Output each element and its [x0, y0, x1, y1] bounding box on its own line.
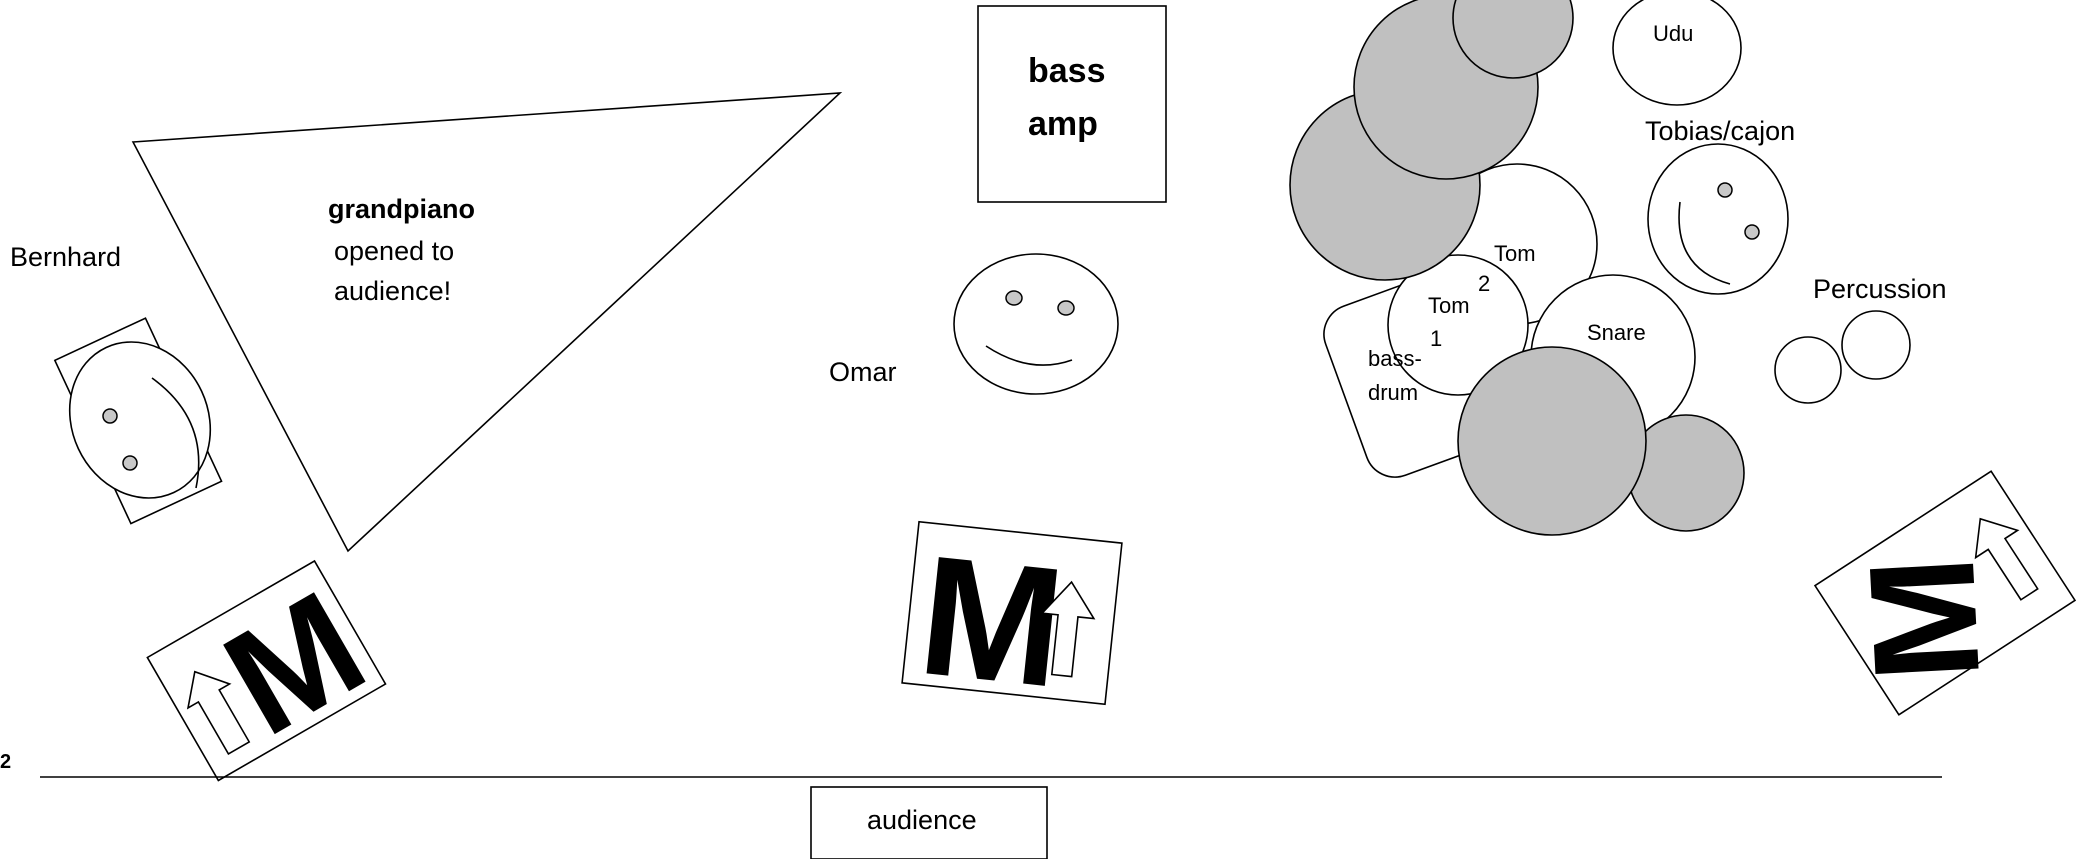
omar-label: Omar	[829, 357, 897, 387]
tom-2-label: Tom	[1494, 241, 1536, 266]
tom-1-label: Tom	[1428, 293, 1470, 318]
udu: Udu	[1612, 0, 1742, 106]
page-number: 2	[0, 751, 11, 773]
arrow-up-icon	[1974, 517, 2039, 601]
musician-omar: Omar	[829, 253, 1119, 395]
tom-2-number: 2	[1478, 271, 1490, 296]
smile	[151, 377, 200, 489]
smile	[1678, 201, 1731, 285]
bass-drum-line2: drum	[1368, 380, 1418, 405]
monitor-right: M	[1813, 470, 2077, 716]
monitor-center: M	[901, 520, 1123, 724]
eye	[1057, 300, 1075, 316]
drum-kit: Tom 2 Tom 1 Snare bass- drum	[1289, 0, 1745, 536]
eye	[102, 408, 118, 424]
bass-drum-line1: bass-	[1368, 346, 1422, 371]
smile	[985, 345, 1073, 366]
percussion: Percussion	[1774, 274, 1947, 404]
eye	[1005, 290, 1023, 306]
monitor-left: M	[146, 559, 390, 782]
grand-piano: grandpiano opened to audience!	[131, 92, 843, 553]
tom-1	[1387, 254, 1529, 396]
audience-box: audience	[810, 786, 1048, 859]
eye	[122, 455, 138, 471]
percussion-drum	[1774, 336, 1842, 404]
tom-1-number: 1	[1430, 326, 1442, 351]
arrow-up-icon	[1040, 580, 1096, 678]
piano-note-line1: opened to	[334, 236, 454, 266]
cymbal	[1457, 346, 1647, 536]
bernhard-label: Bernhard	[10, 242, 121, 272]
eye	[1744, 224, 1760, 240]
percussion-drum	[1841, 310, 1911, 380]
piano-title: grandpiano	[328, 194, 475, 224]
percussion-label: Percussion	[1813, 274, 1947, 304]
tobias-label: Tobias/cajon	[1645, 116, 1795, 146]
bass-amp-line1: bass	[1028, 52, 1106, 90]
monitor-right-letter: M	[1837, 552, 2011, 686]
monitor-center-letter: M	[911, 520, 1072, 724]
cymbal	[1452, 0, 1574, 79]
bass-amp: bass amp	[977, 5, 1167, 203]
bass-amp-line2: amp	[1028, 105, 1098, 143]
arrow-up-icon	[186, 670, 251, 755]
piano-note-line2: audience!	[334, 276, 451, 306]
audience-label: audience	[867, 805, 977, 835]
eye	[1717, 182, 1733, 198]
snare-label: Snare	[1587, 320, 1646, 345]
musician-tobias: Tobias/cajon	[1645, 116, 1795, 295]
musician-bernhard: Bernhard	[10, 242, 223, 525]
udu-label: Udu	[1653, 21, 1693, 46]
